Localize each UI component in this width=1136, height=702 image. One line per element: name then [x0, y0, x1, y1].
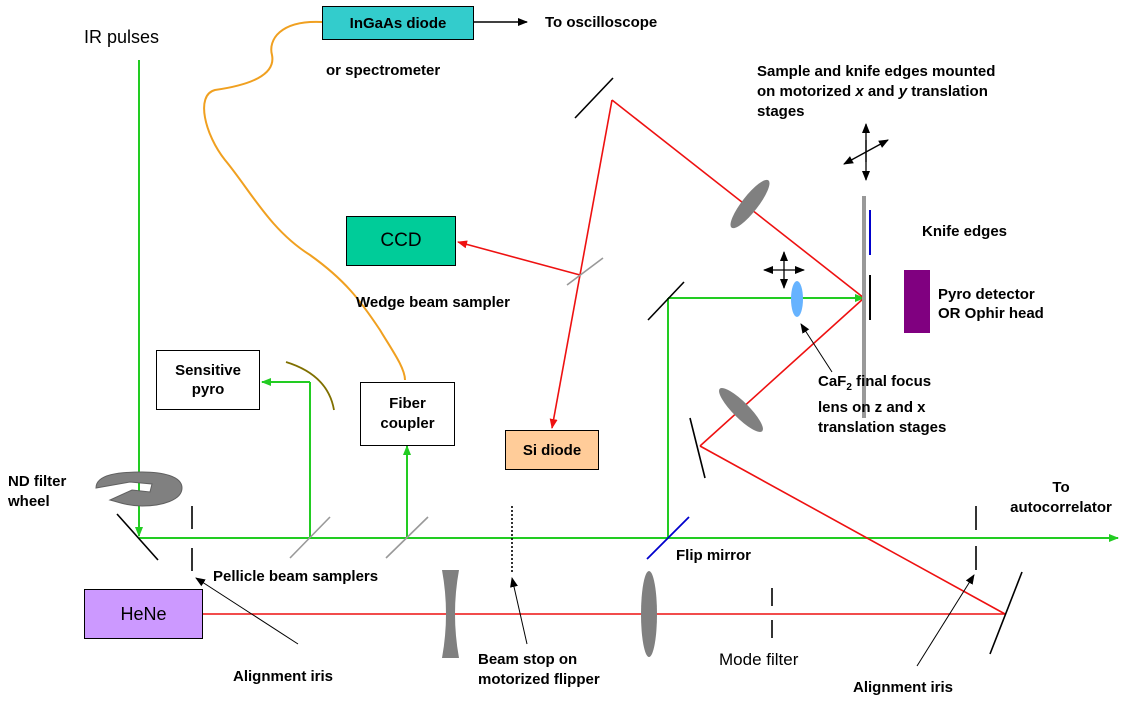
label-sample-knife-x: x — [855, 83, 864, 100]
ingaas-diode-box: InGaAs diode — [322, 6, 474, 40]
label-alignment-iris-left: Alignment iris — [233, 668, 334, 685]
label-caf2-pre: CaF — [818, 373, 847, 390]
top-mirror — [574, 77, 614, 119]
callout-beam-stop — [510, 577, 528, 645]
label-to-autocorrelator-line1: To — [1052, 479, 1070, 496]
label-beam-stop-line1: Beam stop on — [478, 651, 578, 668]
focus-mirror — [689, 417, 706, 479]
optical-fiber — [203, 20, 406, 381]
reflected-beam-to-top-mirror — [611, 99, 865, 299]
label-to-oscilloscope: To oscilloscope — [545, 14, 658, 31]
label-nd-filter: ND filter wheel — [8, 472, 66, 512]
reflected-beam-to-si-diode — [549, 99, 613, 429]
callout-alignment-iris-right — [916, 574, 975, 667]
reflected-beam-to-ccd — [457, 240, 581, 276]
callout-alignment-iris-left — [195, 577, 299, 645]
label-pyro-detector-line1: Pyro detector — [938, 286, 1035, 303]
fiber-coupler-box: Fiber coupler — [360, 382, 455, 446]
xy-stage-arrow-diagonal-up — [865, 139, 889, 153]
label-or-spectrometer: or spectrometer — [326, 62, 441, 79]
label-sample-knife-line2-post: translation — [907, 83, 988, 100]
hene-laser-box: HeNe — [84, 589, 203, 639]
label-sample-knife-line3: stages — [757, 103, 805, 120]
pellicle-sampler-1 — [289, 516, 331, 559]
sensitive-pyro-box: Sensitive pyro — [156, 350, 260, 410]
hene-beam-to-focus-mirror — [699, 445, 1006, 615]
label-mode-filter: Mode filter — [719, 650, 799, 669]
pyro-detector — [904, 270, 930, 333]
flip-path-mirror — [647, 281, 685, 321]
end-mirror — [989, 571, 1023, 655]
flip-mirror — [646, 516, 690, 560]
label-knife-edges: Knife edges — [922, 223, 1008, 240]
label-ir-pulses: IR pulses — [84, 27, 160, 47]
label-alignment-iris-right: Alignment iris — [853, 679, 954, 696]
curved-mirror — [285, 361, 335, 411]
wedge-beam-sampler — [566, 257, 604, 286]
label-sample-knife-line2: on motorized x and y translation — [757, 82, 995, 102]
sensitive-pyro-line1: Sensitive — [175, 362, 241, 379]
label-sample-knife-y: y — [898, 83, 908, 100]
label-beam-stop: Beam stop on motorized flipper — [478, 650, 600, 690]
label-nd-filter-line2: wheel — [8, 493, 50, 510]
label-to-autocorrelator: To autocorrelator — [996, 478, 1126, 518]
telescope-lens-lower — [719, 388, 763, 432]
telescope-lens-upper — [730, 179, 770, 229]
label-pyro-detector-line2: OR Ophir head — [938, 305, 1044, 322]
pellicle-sampler-2 — [385, 516, 429, 559]
label-caf2-lens: CaF2 final focus lens on z and x transla… — [818, 372, 946, 438]
label-caf2-post: final focus — [851, 373, 932, 390]
label-wedge-beam-sampler: Wedge beam sampler — [356, 294, 510, 311]
label-sample-knife-line1: Sample and knife edges mounted — [757, 63, 996, 80]
nd-filter-mirror — [116, 513, 159, 561]
label-sample-knife-edges: Sample and knife edges mounted on motori… — [757, 62, 995, 122]
xy-stage-arrow-diagonal-down — [843, 151, 867, 165]
nd-filter-wheel-icon — [95, 471, 183, 507]
fiber-coupler-line1: Fiber — [389, 395, 426, 412]
label-caf2-line3: translation stages — [818, 419, 947, 436]
fiber-coupler-line2: coupler — [380, 415, 435, 432]
label-sample-knife-line2-pre: on motorized — [757, 83, 856, 100]
label-nd-filter-line1: ND filter — [8, 473, 67, 490]
label-beam-stop-line2: motorized flipper — [478, 671, 600, 688]
label-caf2-line2: lens on z and x — [818, 399, 926, 416]
caf2-focus-lens — [791, 281, 803, 317]
label-pellicle-beam-samplers: Pellicle beam samplers — [213, 568, 379, 585]
label-pyro-detector: Pyro detector OR Ophir head — [938, 285, 1044, 323]
convex-lens-hene — [641, 571, 657, 657]
concave-lens — [442, 570, 459, 658]
sensitive-pyro-line2: pyro — [191, 381, 225, 398]
callout-caf2 — [800, 323, 833, 373]
label-caf2-line1: CaF2 final focus — [818, 372, 946, 398]
ccd-box: CCD — [346, 216, 456, 266]
si-diode-box: Si diode — [505, 430, 599, 470]
label-to-autocorrelator-line2: autocorrelator — [1010, 499, 1112, 516]
hene-beam-to-sample — [699, 297, 865, 447]
label-caf2-sub: 2 — [846, 382, 852, 393]
label-sample-knife-line2-mid: and — [863, 83, 899, 100]
label-flip-mirror: Flip mirror — [676, 547, 752, 564]
